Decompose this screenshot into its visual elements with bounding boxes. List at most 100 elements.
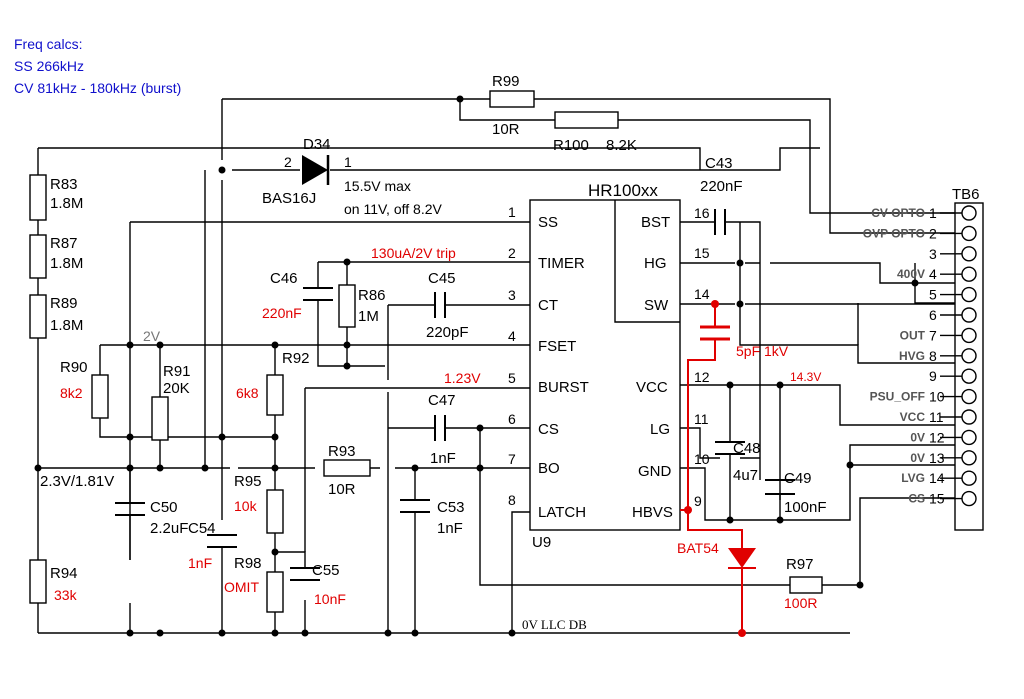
notes-line2: CV 81kHz - 180kHz (burst) [14,80,181,96]
right-wires [680,221,965,521]
svg-text:R95: R95 [234,473,262,490]
tb6-terminal [961,286,977,303]
svg-text:9: 9 [694,493,702,509]
svg-text:1nF: 1nF [437,520,463,537]
capacitor-c49: C49 100nF [765,470,827,516]
svg-text:C45: C45 [428,270,456,287]
r100-value: 8.2K [606,137,637,154]
svg-text:220nF: 220nF [700,178,743,195]
resistor-r87: R87 1.8M [29,234,83,279]
tb6-terminal [961,409,977,425]
tb6-pin-label: 400V [897,267,925,281]
svg-text:220nF: 220nF [262,305,302,321]
svg-text:BURST: BURST [538,379,589,396]
tb6-pin-number: 3 [929,246,937,262]
svg-text:C50: C50 [150,499,178,516]
svg-text:3: 3 [508,287,516,303]
svg-text:C54: C54 [188,520,216,537]
resistor-r93: R93 10R [323,443,371,498]
svg-text:BST: BST [641,214,670,231]
svg-text:1.8M: 1.8M [50,195,83,212]
ic-name: HR100xx [588,181,658,200]
tb6-pin-number: 5 [929,287,937,303]
r100-ref: R100 [553,137,589,154]
tb6-terminal [961,246,977,262]
notes-line1: SS 266kHz [14,58,84,74]
svg-text:OMIT: OMIT [224,579,259,595]
tb6-pin-number: 12 [929,429,945,445]
svg-text:R87: R87 [50,235,78,252]
svg-text:TIMER: TIMER [538,255,585,272]
svg-text:15: 15 [694,245,710,261]
capacitor-c54: C54 1nF [188,520,237,571]
capacitor-c46: C46 220nF [262,270,333,321]
svg-text:1: 1 [508,204,516,220]
tb6-terminal [961,470,977,486]
tb6-pin-number: 13 [929,450,945,466]
red-modifications: 5pF 1kV BAT54 [677,300,789,637]
tb6-terminal [961,205,977,221]
resistor-r90: R90 8k2 [60,359,109,419]
svg-text:4u7: 4u7 [733,467,758,484]
resistor-r92: R92 6k8 [236,350,310,416]
r99-value: 10R [492,121,520,138]
tb6-terminal [961,348,977,364]
svg-text:10: 10 [694,451,710,467]
svg-text:1.8M: 1.8M [50,255,83,272]
tb6-pin-number: 2 [929,225,937,241]
svg-text:C53: C53 [437,499,465,516]
burst-voltage-label: 1.23V [444,370,481,386]
svg-text:100nF: 100nF [784,499,827,516]
tb6-terminal [961,225,977,242]
svg-text:8k2: 8k2 [60,385,83,401]
resistor-r94: R94 33k [29,559,78,604]
svg-text:10nF: 10nF [314,591,346,607]
resistor-r89: R89 1.8M [29,294,83,339]
svg-text:10k: 10k [234,498,258,514]
svg-text:16: 16 [694,205,710,221]
vcc-voltage-label: 14.3V [790,370,821,384]
svg-text:HG: HG [644,255,667,272]
ic-u9: HR100xx U9 1 SS 2 TIMER 3 CT 4 FSET 5 BU… [508,181,710,551]
tb6-terminal [961,368,977,384]
tb6-pin-label: OVP OPTO [863,226,925,240]
capacitor-c55: C55 10nF [290,562,346,607]
svg-text:12: 12 [694,369,710,385]
svg-text:HBVS: HBVS [632,504,673,521]
svg-text:GND: GND [638,463,672,480]
svg-text:R97: R97 [786,556,814,573]
tb6-pin-number: 7 [929,327,937,343]
svg-text:LG: LG [650,421,670,438]
svg-text:C49: C49 [784,470,812,487]
d34-pin-k: 1 [344,154,352,170]
node-2v-label: 2V [143,328,161,344]
tb6-pin-label: HVG [899,349,925,363]
svg-text:R90: R90 [60,359,88,376]
svg-text:SW: SW [644,297,669,314]
svg-text:C43: C43 [705,155,733,172]
svg-text:220pF: 220pF [426,324,469,341]
resistor-r86: R86 1M [338,284,386,328]
tb6-pin-number: 6 [929,307,937,323]
mid-left-wires [38,99,965,634]
svg-text:5: 5 [508,370,516,386]
svg-text:4: 4 [508,328,516,344]
tb6-pin-number: 15 [929,491,945,507]
svg-text:1.8M: 1.8M [50,317,83,334]
svg-text:20K: 20K [163,380,190,397]
tb6-pin-label: CS [908,492,925,506]
tb6-terminal [961,327,977,344]
tb6-pin-number: 4 [929,266,937,282]
timer-trip-label: 130uA/2V trip [371,245,456,261]
tb6-pin-number: 8 [929,348,937,364]
svg-text:LATCH: LATCH [538,504,586,521]
tb6-pin-label: OUT [900,328,926,342]
resistor-r97: R97 100R [784,556,823,611]
svg-text:C48: C48 [733,440,761,457]
notes-title: Freq calcs: [14,36,82,52]
tb6-terminal [961,307,977,323]
d34-ref: D34 [303,136,331,153]
tb6-pin-label: CV OPTO [871,206,925,220]
